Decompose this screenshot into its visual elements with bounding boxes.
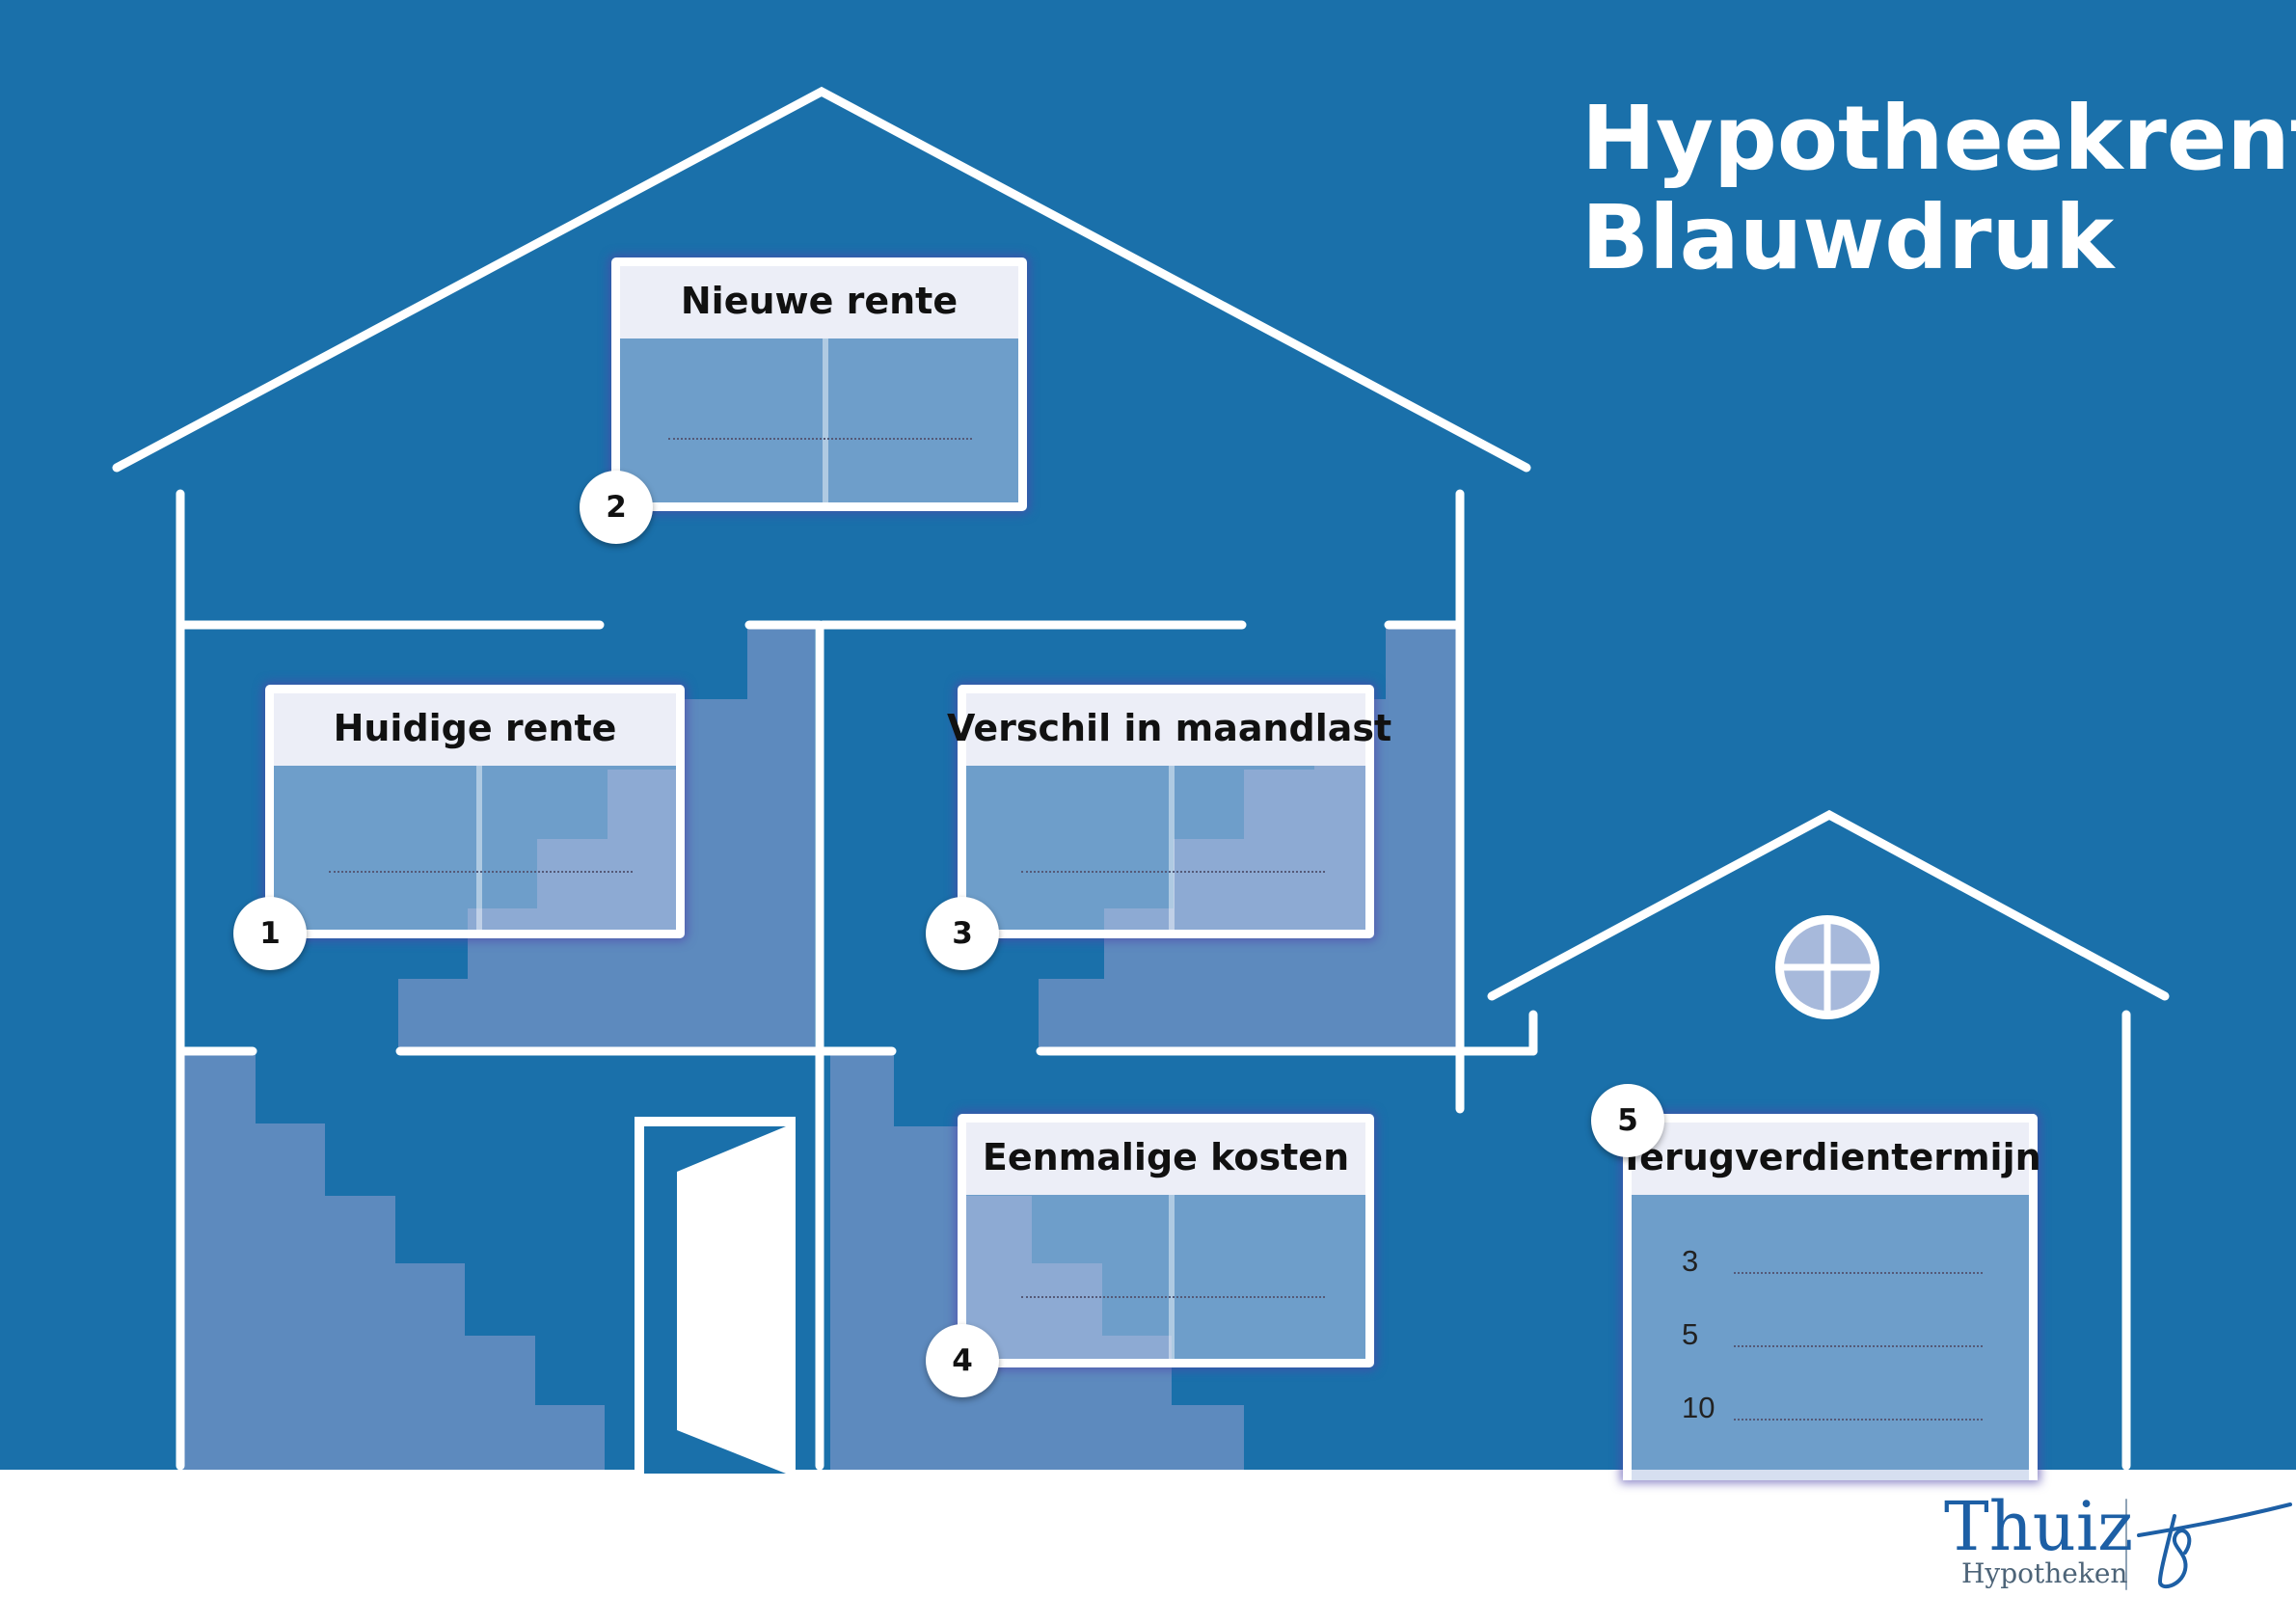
window-mullion — [1169, 1195, 1175, 1359]
front-door — [635, 1117, 796, 1474]
box-header — [274, 693, 676, 766]
input-line[interactable] — [329, 871, 633, 873]
box-label: Eenmalige kosten — [982, 1136, 1350, 1178]
ground-footer — [0, 1470, 2296, 1624]
box-header — [620, 266, 1018, 338]
term-row-10-label: 10 — [1682, 1391, 1715, 1424]
box-label: Nieuwe rente — [680, 280, 959, 322]
garage-roof — [1487, 809, 2170, 1001]
term-row-5-line[interactable] — [1734, 1345, 1983, 1347]
house-outline — [112, 86, 2170, 1471]
title-line-2: Blauwdruk — [1581, 186, 2115, 289]
window-mullion — [1169, 766, 1175, 930]
badge-4: 4 — [926, 1324, 999, 1397]
term-row-5-label: 5 — [1682, 1317, 1699, 1351]
logo-swoosh — [2137, 1502, 2292, 1537]
main-roof — [112, 86, 1531, 473]
box-header — [1632, 1123, 2029, 1195]
logo-name: Thuiz — [1944, 1487, 2134, 1566]
box-header — [966, 1123, 1365, 1195]
input-line[interactable] — [668, 438, 972, 440]
box-verschil-in-maandlast: Verschil in maandlast — [947, 685, 1391, 938]
term-row-10-line[interactable] — [1734, 1419, 1983, 1421]
term-row-3-line[interactable] — [1734, 1272, 1983, 1274]
term-row-3-label: 3 — [1682, 1244, 1699, 1278]
door-panel — [677, 1126, 786, 1474]
badge-1: 1 — [233, 897, 307, 970]
box-nieuwe-rente: Nieuwe rente — [611, 257, 1027, 511]
box-label: Terugverdientermijn — [1619, 1136, 2041, 1178]
page-title: Hypotheekrente Blauwdruk — [1581, 89, 2296, 287]
logo-mark — [2125, 1499, 2292, 1590]
box-label: Huidige rente — [333, 707, 617, 749]
badge-5: 5 — [1591, 1084, 1664, 1157]
window-mullion — [476, 766, 482, 930]
input-line[interactable] — [1021, 871, 1325, 873]
stairs-left-upper — [398, 622, 815, 1051]
logo-monogram — [2157, 1514, 2192, 1589]
box-terugverdientermijn: Terugverdientermijn 3 5 10 — [1619, 1114, 2041, 1480]
box-header — [966, 693, 1365, 766]
logo-subtitle: Hypotheken — [1961, 1557, 2128, 1589]
round-window — [1775, 915, 1879, 1019]
title-line-1: Hypotheekrente — [1581, 87, 2296, 190]
box-huidige-rente: Huidige rente — [265, 685, 685, 938]
stairs-left-lower — [183, 1051, 605, 1470]
badge-3: 3 — [926, 897, 999, 970]
badge-2: 2 — [580, 471, 653, 544]
window-mullion — [823, 338, 828, 502]
box-eenmalige-kosten: Eenmalige kosten — [958, 1114, 1374, 1367]
box-label: Verschil in maandlast — [947, 707, 1392, 749]
input-line[interactable] — [1021, 1296, 1325, 1298]
